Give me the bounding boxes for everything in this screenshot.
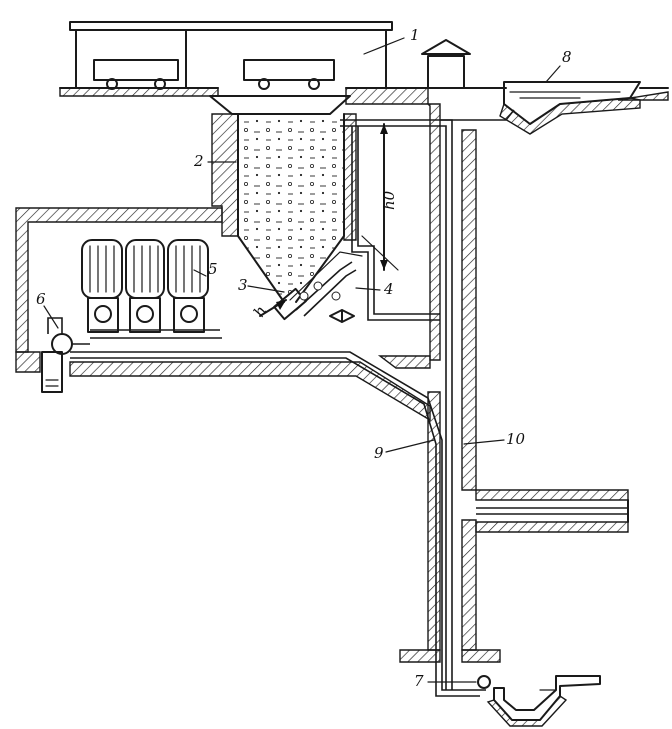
label-7: 7 xyxy=(414,672,424,690)
pump-chamber xyxy=(15,207,431,422)
label-4: 4 xyxy=(383,280,394,298)
feeder-nozzle xyxy=(273,281,323,321)
dewatering-unit-1 xyxy=(81,239,123,333)
label-9: 9 xyxy=(374,444,384,462)
receiving-hopper xyxy=(209,95,357,303)
label-10: 10 xyxy=(506,430,526,448)
pump-6 xyxy=(47,317,90,355)
shaft-head-kiosk xyxy=(421,39,471,89)
dimension-h0 xyxy=(361,123,399,271)
sump-7 xyxy=(477,675,601,727)
dewatering-units xyxy=(81,239,209,333)
vertical-shaft xyxy=(399,103,629,663)
label-h0: h0 xyxy=(380,190,398,210)
label-1: 1 xyxy=(410,26,420,44)
unloading-shed xyxy=(69,21,393,89)
pipelines xyxy=(70,109,628,697)
label-8: 8 xyxy=(562,48,572,66)
label-h: h xyxy=(250,303,270,320)
rail-wagon-left xyxy=(93,59,179,90)
part-labels: 1 2 3 4 5 6 7 8 9 10 h0 h xyxy=(36,26,572,690)
label-6: 6 xyxy=(36,290,46,308)
label-3: 3 xyxy=(238,276,248,294)
label-2: 2 xyxy=(193,152,204,170)
leader-lines xyxy=(43,37,561,683)
water-tank xyxy=(499,81,641,135)
valve-4 xyxy=(329,291,355,323)
label-5: 5 xyxy=(208,260,218,278)
dimension-h xyxy=(259,299,287,317)
dewatering-unit-3 xyxy=(167,239,209,333)
dewatering-unit-2 xyxy=(125,239,165,333)
rail-wagon-right xyxy=(243,59,335,90)
